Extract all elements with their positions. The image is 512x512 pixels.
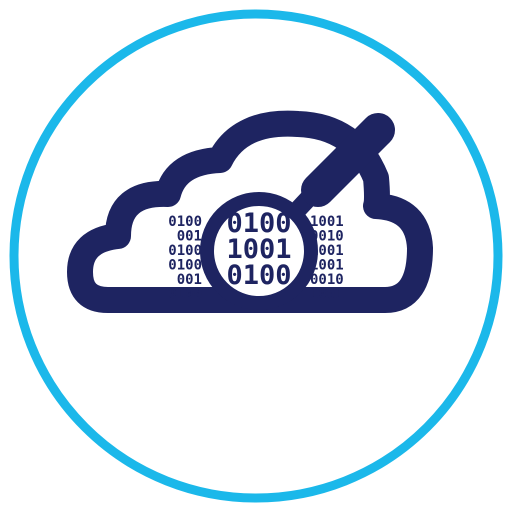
binary-row: 1001	[310, 243, 344, 259]
binary-row: 001	[177, 272, 202, 288]
binary-row: 001	[177, 229, 202, 245]
binary-row: 0100	[168, 243, 202, 259]
ring-icon	[9, 9, 503, 503]
binary-row: 0100	[226, 260, 291, 291]
binary-row: 0100	[168, 214, 202, 230]
binary-row: 1001	[310, 214, 344, 230]
binary-row: 1001	[310, 258, 344, 274]
binary-row: 0010	[310, 272, 344, 288]
binary-row: 1001	[226, 234, 291, 265]
binary-row: 0100	[226, 208, 291, 239]
binary-row: 1001	[310, 287, 344, 303]
binary-row: 0010	[310, 229, 344, 245]
binary-row: 0100	[168, 287, 202, 303]
binary-row: 0100	[168, 258, 202, 274]
